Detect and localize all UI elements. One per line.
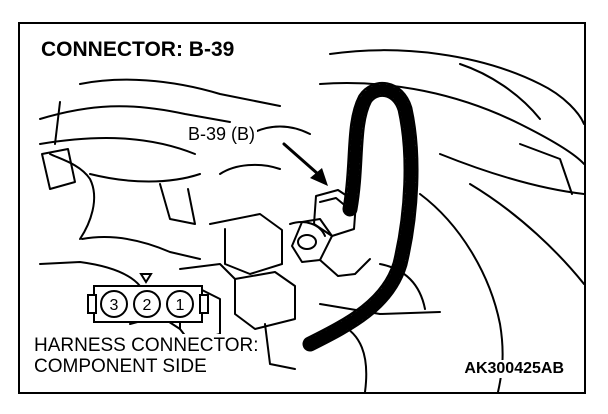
figure-code: AK300425AB: [462, 360, 566, 378]
hose-clamp: [41, 148, 76, 190]
harness-connector-label: HARNESS CONNECTOR: COMPONENT SIDE: [32, 334, 263, 378]
right-housing: [329, 49, 584, 125]
connector-callout-label: B-39 (B): [186, 124, 258, 145]
wiring-harness: [302, 81, 419, 352]
harness-connector: 3 2 1: [87, 273, 209, 323]
diagram-title: CONNECTOR: B-39: [38, 38, 238, 62]
engine-bay-illustration: 3 2 1: [39, 49, 584, 392]
pin-3-label: 3: [110, 297, 119, 314]
orientation-marker: [139, 273, 153, 284]
pin-2-label: 2: [143, 297, 152, 314]
harness-label-line2: COMPONENT SIDE: [34, 356, 207, 377]
air-duct: [39, 105, 231, 123]
harness-label-line1: HARNESS CONNECTOR:: [34, 335, 259, 356]
pin-1-label: 1: [176, 297, 185, 314]
diagram-frame: 3 2 1 CONNECTOR: B-39 B-39 (B) HARNESS C…: [18, 22, 586, 394]
pointer-arrow: [282, 142, 320, 176]
pin-1: [166, 290, 194, 318]
pin-3: [100, 290, 128, 318]
pin-2: [133, 290, 161, 318]
connector-body: [313, 189, 357, 237]
